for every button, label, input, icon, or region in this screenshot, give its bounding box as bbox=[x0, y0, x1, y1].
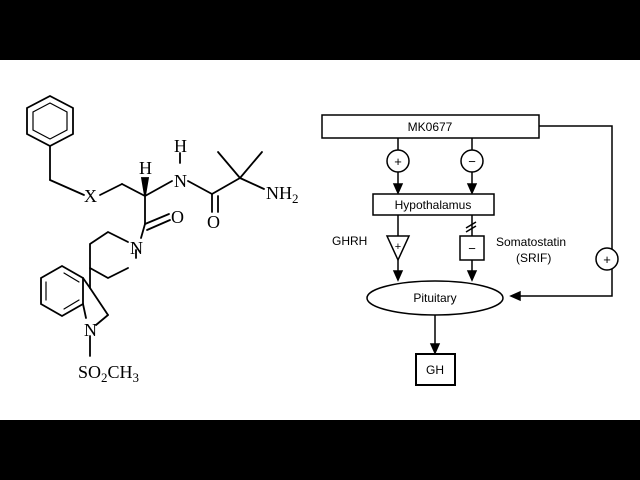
bond bbox=[82, 277, 91, 289]
bond bbox=[146, 219, 171, 231]
bond bbox=[63, 272, 80, 283]
atom-o-upper: O bbox=[207, 212, 220, 232]
atom-n-indoline: N bbox=[84, 320, 97, 340]
break-mark bbox=[465, 225, 477, 233]
bond bbox=[121, 183, 146, 197]
bond bbox=[89, 287, 109, 316]
bond bbox=[95, 314, 109, 326]
subscript: 3 bbox=[133, 370, 140, 385]
bond bbox=[82, 303, 87, 319]
bond bbox=[140, 223, 146, 239]
srif-minus-sign: − bbox=[468, 241, 476, 256]
plus-node bbox=[595, 247, 619, 271]
atom-o-lower: O bbox=[171, 207, 184, 227]
pituitary-label: Pituitary bbox=[413, 291, 456, 305]
flowchart-labels: MK0677 + − Hypothalamus GHRH + − Somatos… bbox=[332, 120, 611, 377]
mk0677-label: MK0677 bbox=[408, 120, 453, 134]
bond bbox=[187, 180, 213, 195]
atom-n-piperidine: N bbox=[130, 238, 143, 258]
ghrh-triangle bbox=[385, 235, 411, 262]
ghrh-plus-sign: + bbox=[395, 241, 401, 253]
bond bbox=[239, 151, 263, 179]
hypothalamus-label: Hypothalamus bbox=[395, 198, 472, 212]
break-mark bbox=[465, 221, 477, 229]
gh-label: GH bbox=[426, 363, 444, 377]
atom-nh2: NH2 bbox=[266, 183, 299, 206]
bond bbox=[49, 179, 85, 196]
bond bbox=[144, 213, 170, 225]
arrow-line bbox=[520, 125, 613, 297]
gh-box bbox=[415, 353, 456, 386]
arrowhead bbox=[429, 343, 441, 355]
arrowhead bbox=[392, 270, 404, 282]
bond bbox=[211, 177, 241, 195]
bond bbox=[217, 151, 241, 179]
atom-so2ch3: SO2CH3 bbox=[78, 362, 139, 385]
minus-sign: − bbox=[468, 154, 476, 169]
atom-nh-h: H bbox=[174, 136, 187, 156]
atom-x: X bbox=[84, 186, 97, 206]
plus-sign: + bbox=[394, 154, 402, 169]
atom-nh-n: N bbox=[174, 171, 187, 191]
atom-labels: X H H N O NH2 O N N SO2CH3 bbox=[78, 136, 299, 385]
direct-plus-sign: + bbox=[603, 252, 611, 267]
mk0677-structure bbox=[26, 94, 265, 357]
benzene-inner-ring bbox=[32, 102, 68, 140]
somatostatin-label: Somatostatin bbox=[496, 235, 566, 249]
arrowhead bbox=[392, 183, 404, 195]
hypothalamus-box bbox=[372, 193, 495, 216]
ghrh-label: GHRH bbox=[332, 234, 367, 248]
bond bbox=[144, 180, 173, 197]
piperidine-ring bbox=[89, 230, 129, 280]
srif-box bbox=[459, 235, 485, 261]
srif-label: (SRIF) bbox=[516, 251, 551, 265]
regulation-flowchart bbox=[321, 114, 619, 386]
subscript: 2 bbox=[101, 370, 108, 385]
arrowhead bbox=[466, 270, 478, 282]
bond bbox=[99, 183, 123, 196]
bond bbox=[239, 177, 265, 190]
atom-h: H bbox=[139, 158, 152, 178]
arrowhead bbox=[509, 290, 521, 302]
stereo-wedge bbox=[140, 177, 150, 197]
bond bbox=[63, 299, 80, 310]
subscript: 2 bbox=[292, 191, 299, 206]
arrowhead bbox=[466, 183, 478, 195]
